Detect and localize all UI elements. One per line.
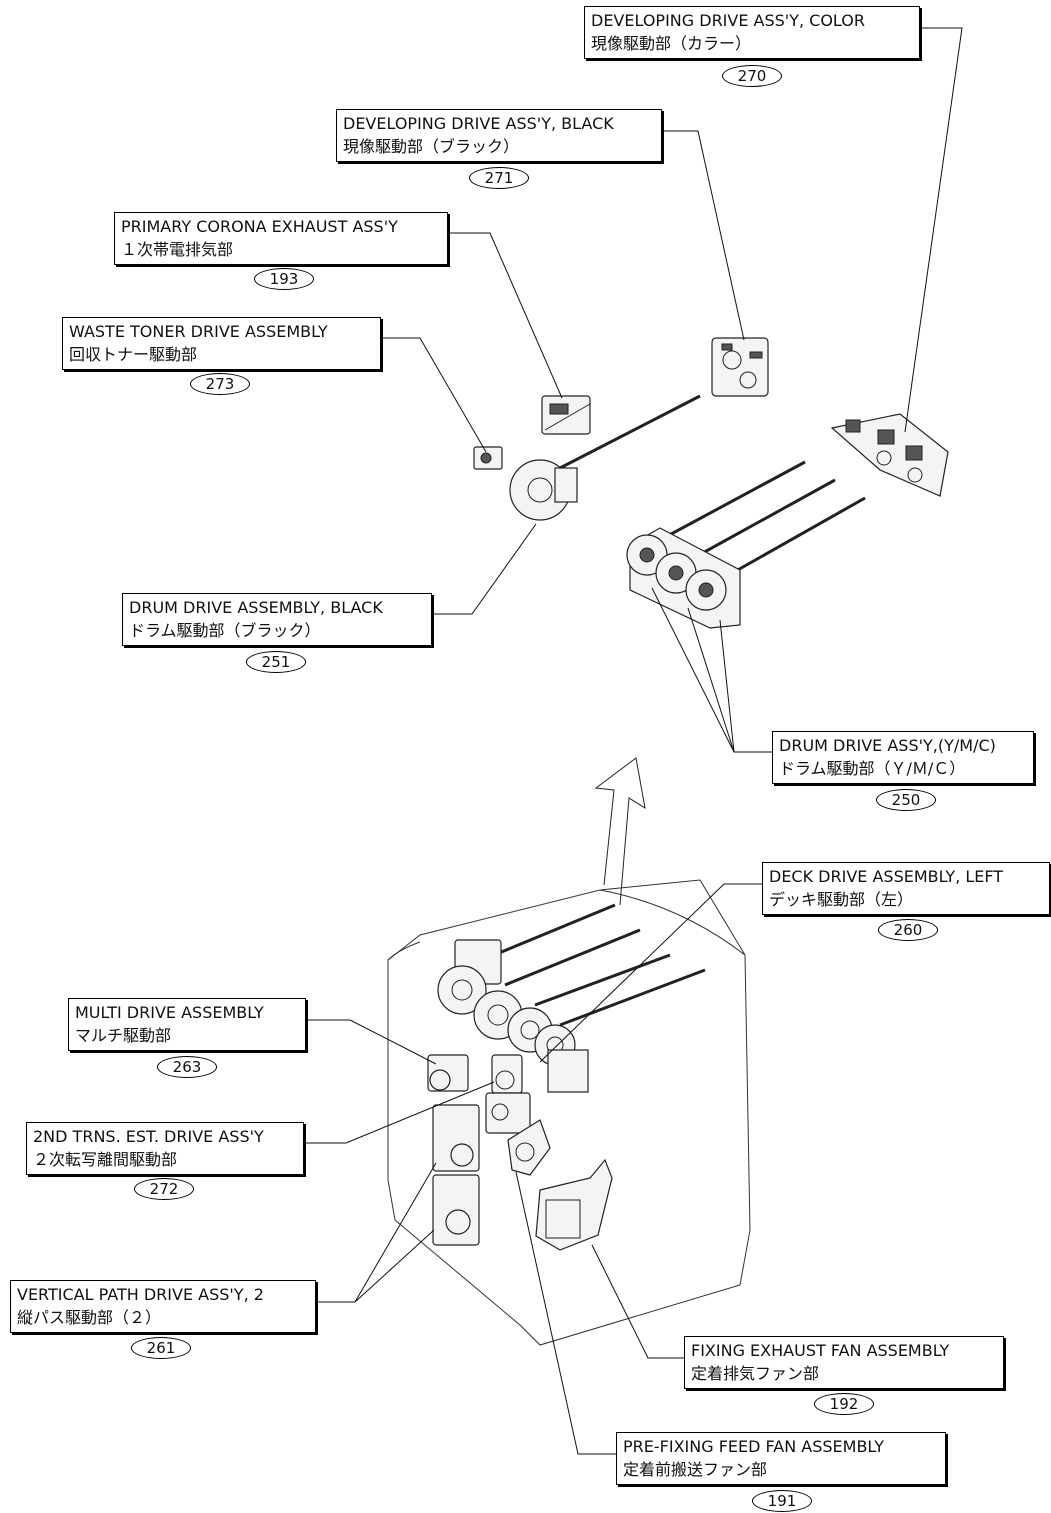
waste-toner-drive-part xyxy=(473,446,503,470)
callout-jp: 現像駆動部（ブラック） xyxy=(343,137,520,156)
callout-en: 2ND TRNS. EST. DRIVE ASS'Y xyxy=(33,1127,264,1146)
callout-deck-drive-left: DECK DRIVE ASSEMBLY, LEFT デッキ駆動部（左） xyxy=(762,862,1050,915)
callout-drum-drive-ymc: DRUM DRIVE ASS'Y,(Y/M/C) ドラム駆動部（Ｙ/Ｍ/Ｃ） xyxy=(772,731,1034,784)
part-number-260: 260 xyxy=(878,919,938,941)
drum-drive-black-part xyxy=(509,394,701,521)
callout-multi-drive: MULTI DRIVE ASSEMBLY マルチ駆動部 xyxy=(68,998,306,1051)
part-number-261: 261 xyxy=(131,1337,191,1359)
drum-drive-ymc-part xyxy=(626,460,866,629)
part-number-251: 251 xyxy=(246,651,306,673)
callout-waste-toner-drive: WASTE TONER DRIVE ASSEMBLY 回収トナー駆動部 xyxy=(62,317,381,370)
callout-2nd-transfer-drive: 2ND TRNS. EST. DRIVE ASS'Y ２次転写離間駆動部 xyxy=(26,1122,304,1175)
callout-en: FIXING EXHAUST FAN ASSEMBLY xyxy=(691,1341,950,1360)
part-number-271: 271 xyxy=(469,167,529,189)
callout-developing-drive-black: DEVELOPING DRIVE ASS'Y, BLACK 現像駆動部（ブラック… xyxy=(336,109,662,162)
callout-en: MULTI DRIVE ASSEMBLY xyxy=(75,1003,264,1022)
callout-vertical-path-drive: VERTICAL PATH DRIVE ASS'Y, 2 縦パス駆動部（２） xyxy=(10,1280,316,1333)
callout-jp: 定着前搬送ファン部 xyxy=(623,1460,768,1479)
callout-jp: ドラム駆動部（ブラック） xyxy=(129,621,321,640)
part-number-272: 272 xyxy=(134,1178,194,1200)
assembled-drums-parts xyxy=(437,903,706,1093)
vertical-path-drive-part xyxy=(432,1104,480,1246)
callout-jp: マルチ駆動部 xyxy=(75,1026,172,1045)
pre-fixing-feed-fan-part xyxy=(507,1119,551,1176)
deck-drive-part xyxy=(491,1054,523,1094)
callout-en: WASTE TONER DRIVE ASSEMBLY xyxy=(69,322,328,341)
part-number-192: 192 xyxy=(814,1393,874,1415)
callout-en: DRUM DRIVE ASSEMBLY, BLACK xyxy=(129,598,383,617)
part-number-263: 263 xyxy=(157,1056,217,1078)
callout-jp: 定着排気ファン部 xyxy=(691,1364,820,1383)
callout-en: VERTICAL PATH DRIVE ASS'Y, 2 xyxy=(17,1285,264,1304)
callout-fixing-exhaust-fan: FIXING EXHAUST FAN ASSEMBLY 定着排気ファン部 xyxy=(684,1336,1004,1389)
callout-drum-drive-black: DRUM DRIVE ASSEMBLY, BLACK ドラム駆動部（ブラック） xyxy=(122,593,432,646)
callout-jp: 現像駆動部（カラー） xyxy=(591,34,752,53)
part-number-270: 270 xyxy=(722,65,782,87)
fixing-exhaust-fan-part xyxy=(535,1158,613,1251)
part-number-250: 250 xyxy=(876,789,936,811)
callout-en: DEVELOPING DRIVE ASS'Y, COLOR xyxy=(591,11,865,30)
callout-developing-drive-color: DEVELOPING DRIVE ASS'Y, COLOR 現像駆動部（カラー） xyxy=(584,6,920,59)
printer-frame-outline xyxy=(387,879,751,1346)
callout-jp: デッキ駆動部（左） xyxy=(769,890,914,909)
callout-primary-corona-exhaust: PRIMARY CORONA EXHAUST ASS'Y １次帯電排気部 xyxy=(114,212,448,265)
developing-drive-color-part xyxy=(830,413,949,497)
callout-jp: ２次転写離間駆動部 xyxy=(33,1150,178,1169)
multi-drive-part xyxy=(427,1054,469,1092)
callout-jp: ドラム駆動部（Ｙ/Ｍ/Ｃ） xyxy=(779,759,966,778)
part-number-191: 191 xyxy=(752,1490,812,1512)
callout-jp: １次帯電排気部 xyxy=(121,240,234,259)
callout-pre-fixing-feed-fan: PRE-FIXING FEED FAN ASSEMBLY 定着前搬送ファン部 xyxy=(616,1432,946,1485)
leader-lines xyxy=(304,27,963,1455)
callout-en: DRUM DRIVE ASS'Y,(Y/M/C) xyxy=(779,736,996,755)
transfer-drive-part xyxy=(485,1092,531,1134)
part-number-273: 273 xyxy=(190,373,250,395)
callout-en: DECK DRIVE ASSEMBLY, LEFT xyxy=(769,867,1004,886)
callout-jp: 縦パス駆動部（２） xyxy=(17,1308,162,1327)
part-number-193: 193 xyxy=(254,268,314,290)
callout-en: DEVELOPING DRIVE ASS'Y, BLACK xyxy=(343,114,614,133)
callout-en: PRE-FIXING FEED FAN ASSEMBLY xyxy=(623,1437,884,1456)
primary-corona-exhaust-part xyxy=(541,395,591,435)
callout-en: PRIMARY CORONA EXHAUST ASS'Y xyxy=(121,217,398,236)
explode-direction-arrow xyxy=(594,757,646,906)
callout-jp: 回収トナー駆動部 xyxy=(69,345,198,364)
developing-drive-black-part xyxy=(711,337,769,397)
